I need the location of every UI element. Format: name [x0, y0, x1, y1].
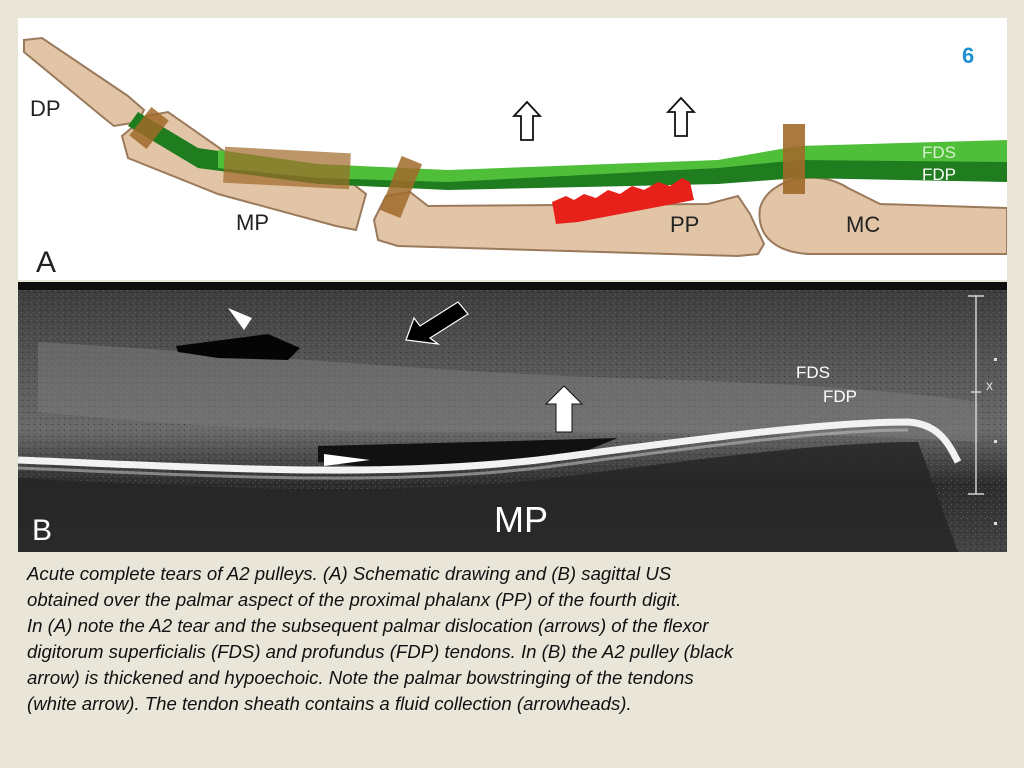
a2-pulley-remnant: [379, 155, 423, 219]
label-pp: PP: [670, 212, 699, 237]
a1-pulley: [783, 124, 805, 194]
white-arrow-icon: [544, 385, 584, 433]
up-arrow-icon: [511, 100, 543, 141]
label-fdp-us: FDP: [823, 387, 857, 406]
label-mp: MP: [236, 210, 269, 235]
a4-pulley: [129, 107, 169, 149]
a3-pulley: [223, 146, 351, 190]
schematic-drawing: DP MP PP MC FDS FDP A 6: [23, 36, 1007, 279]
ultrasound-image: x FDS FDP MP B: [18, 282, 1007, 552]
panel-b-letter: B: [32, 514, 52, 547]
ultrasound-panel: x FDS FDP MP B: [18, 282, 1007, 552]
arrowhead-icon: [228, 308, 252, 330]
panel-a-letter: A: [36, 246, 56, 279]
label-mc: MC: [846, 212, 880, 237]
label-fds: FDS: [922, 143, 956, 162]
tendon-band: [38, 342, 978, 442]
bone-cortex: [18, 418, 962, 474]
arrowhead-icon: [324, 454, 370, 466]
a2-tear: [552, 178, 694, 224]
figure-number: 6: [962, 43, 974, 68]
scale-mark: x: [986, 377, 993, 393]
up-arrow-icon: [665, 96, 697, 137]
label-fdp: FDP: [922, 165, 956, 184]
fluid-collection-dorsal: [176, 334, 300, 360]
label-fds-us: FDS: [796, 363, 830, 382]
black-arrow-icon: [405, 301, 469, 345]
figure-caption: Acute complete tears of A2 pulleys. (A) …: [27, 563, 734, 714]
metacarpal-bone: [758, 176, 1007, 255]
label-dp: DP: [30, 96, 61, 121]
label-mp-us: MP: [494, 499, 548, 540]
schematic-panel: DP MP PP MC FDS FDP A 6: [18, 18, 1007, 280]
